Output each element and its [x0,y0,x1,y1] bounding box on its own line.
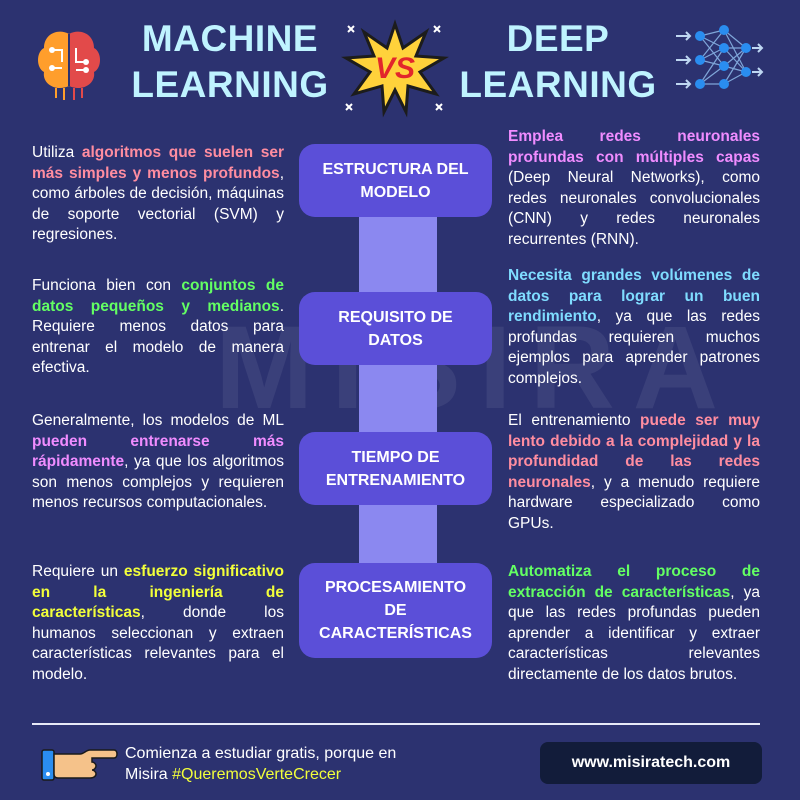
ml-highlight: esfuerzo significativo en la ingeniería … [32,563,284,621]
ml-text: Funciona bien con [32,277,182,294]
left-title: MACHINE LEARNING [120,20,340,104]
vs-badge: VS [340,18,450,118]
footer-line1: Comienza a estudiar gratis, porque en [125,745,397,762]
ml-text: Requiere un [32,563,124,580]
dl-highlight: puede ser muy lento debido a la compleji… [508,412,760,491]
left-title-line1: MACHINE [141,18,319,59]
category-label-line: ENTRENAMIENTO [325,471,466,489]
dl-paragraph-procesamiento: Automatiza el proceso de extracción de c… [508,562,760,685]
category-label-line: PROCESAMIENTO [324,579,467,596]
left-title-line2: LEARNING [131,64,329,105]
footer-message: Comienza a estudiar gratis, porque en Mi… [125,743,396,785]
dl-text: , y a menudo requiere hardware especiali… [508,473,760,532]
dl-highlight: Emplea redes neuronales profundas con mú… [508,128,760,166]
category-pill-estructura: ESTRUCTURA DEL MODELO [299,144,492,217]
footer-line2-prefix: Misira [125,766,173,783]
starburst-vs-icon [341,19,449,118]
neural-network-icon [676,25,764,89]
category-pill-tiempo: TIEMPO DE ENTRENAMIENTO [299,432,492,505]
ml-text: , donde los humanos seleccionan y extrae… [32,604,284,683]
ml-highlight: pueden entrenarse más rápidamente [32,432,284,471]
ml-text: , como árboles de decisión, máquinas de … [32,164,284,244]
dl-highlight: Necesita grandes volúmenes de datos para… [508,267,760,325]
dl-text: , ya que las redes profundas pueden apre… [508,583,760,683]
dl-highlight: Automatiza el proceso de extracción de c… [508,563,760,601]
category-pill-procesamiento: PROCESAMIENTO DE CARACTERÍSTICAS [299,563,492,658]
dl-paragraph-datos: Necesita grandes volúmenes de datos para… [508,266,760,389]
pointing-hand-icon [41,749,118,781]
ml-highlight: algoritmos que suelen ser más simples y … [32,144,284,182]
right-title-line2: LEARNING [459,64,657,105]
brain-circuit-icon [38,31,100,100]
category-label-line: DATOS [368,331,423,349]
website-link[interactable]: www.misiratech.com [540,742,762,784]
category-label-line: REQUISITO DE [338,308,453,326]
center-spine [359,170,437,640]
ml-text: Utiliza [32,144,82,161]
ml-text: , ya que los algoritmos son menos comple… [32,453,284,511]
ml-paragraph-estructura: Utiliza algoritmos que suelen ser más si… [32,143,284,246]
dl-paragraph-tiempo: El entrenamiento puede ser muy lento deb… [508,411,760,534]
website-url[interactable]: www.misiratech.com [571,754,731,771]
dl-text: El entrenamiento [508,412,641,429]
right-title-line1: DEEP [506,18,610,59]
ml-paragraph-datos: Funciona bien con conjuntos de datos peq… [32,276,284,379]
category-label-line: CARACTERÍSTICAS [319,625,472,642]
category-label-line: ESTRUCTURA DEL [322,160,469,178]
ml-highlight: conjuntos de datos pequeños y medianos [32,277,284,315]
vs-text: VS [374,52,416,85]
category-label-line: TIEMPO DE [351,448,440,466]
category-pill-requisito: REQUISITO DE DATOS [299,292,492,365]
ml-paragraph-procesamiento: Requiere un esfuerzo significativo en la… [32,562,284,685]
footer-divider [32,723,760,725]
dl-text: (Deep Neural Networks), como redes neuro… [508,169,760,248]
category-label-line: MODELO [360,183,431,201]
ml-paragraph-tiempo: Generalmente, los modelos de ML pueden e… [32,411,284,514]
ml-text: Generalmente, los modelos de ML [32,412,284,429]
right-title: DEEP LEARNING [448,20,668,104]
dl-paragraph-estructura: Emplea redes neuronales profundas con mú… [508,127,760,250]
footer-hashtag[interactable]: #QueremosVerteCrecer [172,766,342,783]
dl-text: , ya que las redes profundas requieren m… [508,308,760,387]
ml-text: . Requiere menos datos para entrenar el … [32,297,284,377]
category-label-line: DE [384,602,407,619]
